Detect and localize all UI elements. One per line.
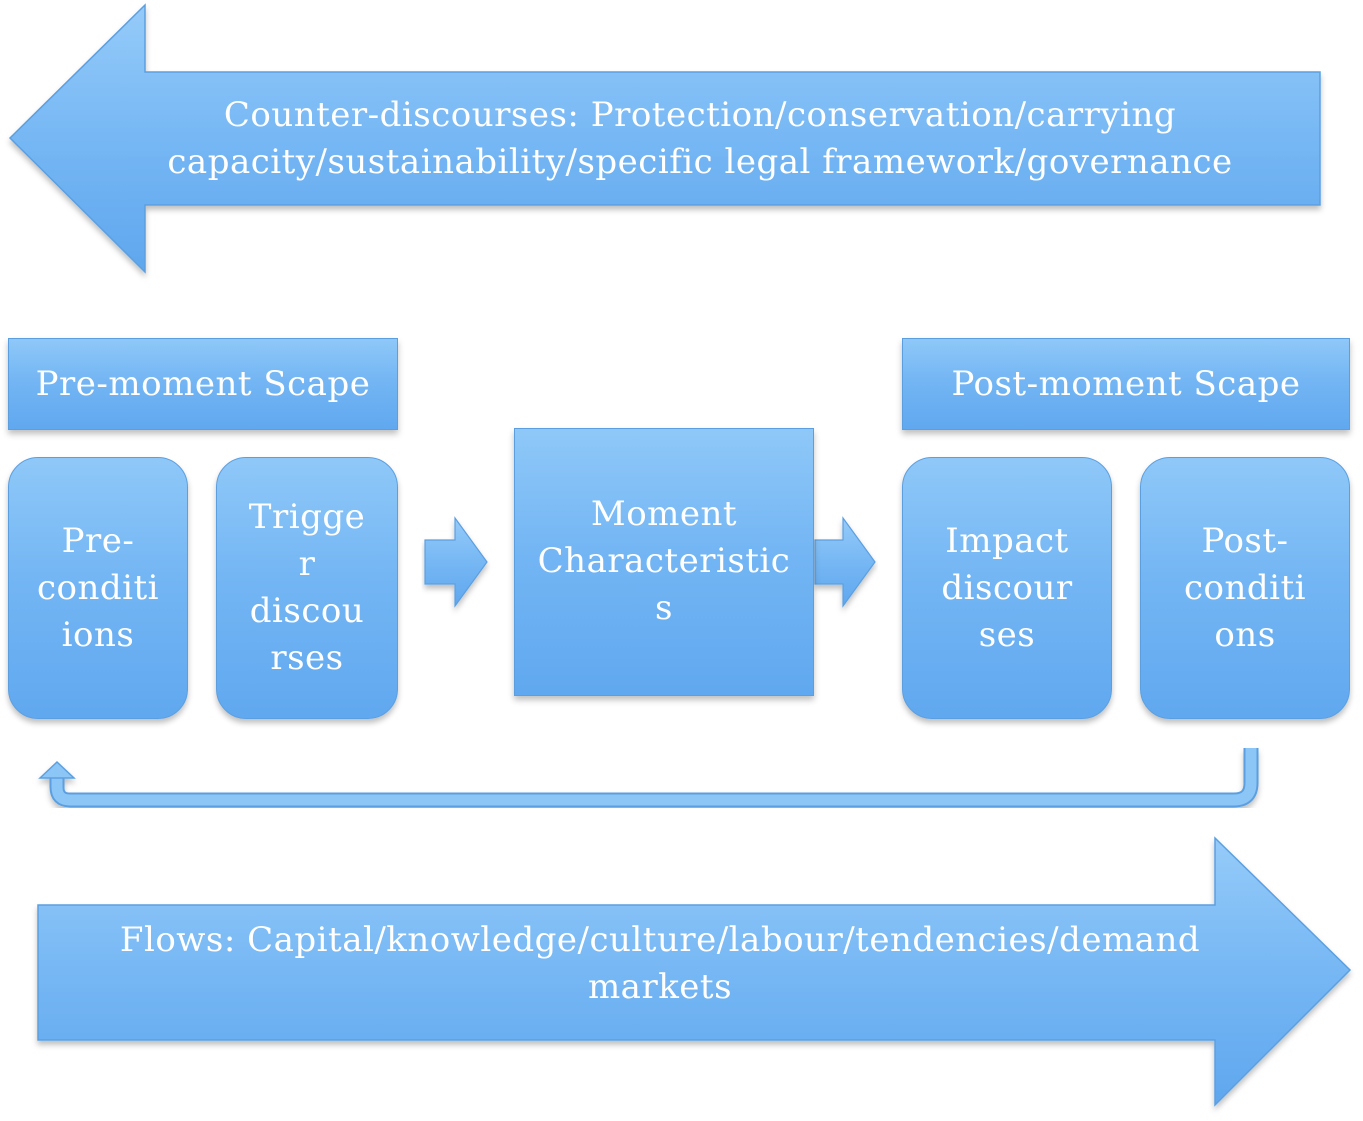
impact-line-2: discour xyxy=(941,567,1073,608)
postconditions-line-3: ons xyxy=(1214,614,1276,655)
moment-line-1: Moment xyxy=(590,494,738,534)
trigger-line-4: rses xyxy=(270,638,344,678)
post-moment-scape-label: Post-moment Scape xyxy=(951,363,1301,404)
counter-discourses-line-1: Counter-discourses: Protection/conservat… xyxy=(223,95,1177,135)
postconditions-line-1: Post- xyxy=(1201,520,1289,561)
impact-discourses-box: Impact discour ses xyxy=(902,457,1112,719)
preconditions-line-2: conditi xyxy=(36,567,160,608)
flows-label: Flows: Capital/knowledge/culture/labour/… xyxy=(70,917,1250,1011)
pre-moment-scape-label: Pre-moment Scape xyxy=(35,363,371,404)
flows-line-1: Flows: Capital/knowledge/culture/labour/… xyxy=(119,920,1201,960)
counter-discourses-label: Counter-discourses: Protection/conservat… xyxy=(150,92,1250,186)
post-moment-scape-bar: Post-moment Scape xyxy=(902,338,1350,430)
postconditions-line-2: conditi xyxy=(1183,567,1307,608)
trigger-line-3: discou xyxy=(249,591,365,631)
trigger-line-2: r xyxy=(298,544,316,584)
counter-discourses-line-2: capacity/sustainability/specific legal f… xyxy=(167,142,1233,182)
postconditions-box: Post- conditi ons xyxy=(1140,457,1350,719)
preconditions-line-1: Pre- xyxy=(61,520,135,561)
preconditions-line-3: ions xyxy=(61,614,135,655)
flow-arrow-2 xyxy=(814,516,876,608)
flows-line-2: markets xyxy=(587,967,733,1007)
preconditions-box: Pre- conditi ions xyxy=(8,457,188,719)
trigger-line-1: Trigge xyxy=(248,497,366,537)
flow-arrow-1 xyxy=(424,516,488,608)
counter-discourses-arrow xyxy=(8,3,1321,274)
pre-moment-scape-bar: Pre-moment Scape xyxy=(8,338,398,430)
moment-line-2: Characteristic xyxy=(537,541,791,581)
feedback-loop-arrow xyxy=(38,748,1259,808)
moment-line-3: s xyxy=(655,588,673,628)
moment-characteristics-box: Moment Characteristic s xyxy=(514,428,814,696)
impact-line-3: ses xyxy=(978,614,1036,655)
flows-arrow xyxy=(37,836,1352,1107)
trigger-discourses-box: Trigge r discou rses xyxy=(216,457,398,719)
impact-line-1: Impact xyxy=(945,520,1069,561)
